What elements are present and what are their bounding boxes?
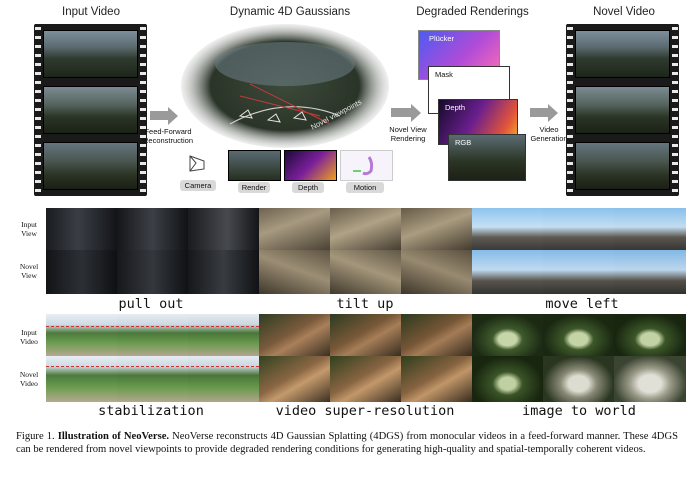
thumb-motion: [340, 150, 393, 181]
chip-motion: Motion: [346, 182, 384, 193]
caption-tilt-up: tilt up: [336, 296, 394, 312]
header-dynamic-gaussians: Dynamic 4D Gaussians: [229, 6, 351, 18]
chip-depth: Depth: [292, 182, 324, 193]
figure-text: NeoVerse reconstructs 4D Gaussian Splatt…: [16, 431, 678, 456]
result-tile: [188, 356, 259, 402]
result-tile: [259, 208, 330, 250]
chip-camera: Camera: [180, 180, 216, 191]
result-tile: [117, 250, 188, 294]
result-tile: [401, 356, 472, 402]
chip-render: Render: [238, 182, 270, 193]
header-degraded-renderings: Degraded Renderings: [416, 6, 529, 18]
result-tile: [614, 356, 686, 402]
novel-frame: [575, 30, 670, 78]
result-tile: [543, 208, 614, 250]
result-tile: [472, 250, 543, 294]
result-tile: [259, 250, 330, 294]
input-frame: [43, 142, 138, 190]
caption-image-to-world: image to world: [522, 403, 636, 419]
result-tile: [117, 208, 188, 250]
result-tile: [330, 356, 401, 402]
result-tile: [46, 250, 117, 294]
result-tile: [543, 356, 614, 402]
input-frame: [43, 86, 138, 134]
novel-frame: [575, 86, 670, 134]
result-tile: [543, 314, 614, 356]
novel-frame: [575, 142, 670, 190]
novel-video-filmstrip: [566, 24, 679, 196]
thumb-render: [228, 150, 281, 181]
result-tile: [259, 356, 330, 402]
result-tile: [614, 250, 686, 294]
header-novel-video: Novel Video: [593, 6, 655, 18]
result-tile: [543, 250, 614, 294]
caption-stabilization: stabilization: [98, 403, 204, 419]
caption-pull-out: pull out: [118, 296, 184, 312]
result-tile: [188, 250, 259, 294]
result-tile: [472, 208, 543, 250]
camera-icon: [186, 152, 210, 174]
result-tile: [401, 250, 472, 294]
result-tile: [188, 314, 259, 356]
input-video-filmstrip: [34, 24, 147, 196]
header-input-video: Input Video: [62, 6, 120, 18]
result-tile: [472, 314, 543, 356]
result-tile: [46, 208, 117, 250]
stabilization-guide-line: [46, 366, 259, 367]
result-tile: [259, 314, 330, 356]
input-frame: [43, 30, 138, 78]
result-tile: [330, 208, 401, 250]
result-tile: [46, 314, 117, 356]
result-tile: [330, 250, 401, 294]
result-tile: [188, 208, 259, 250]
thumb-depth: [284, 150, 337, 181]
caption-video-super-resolution: video super-resolution: [275, 403, 455, 419]
figure-title: Illustration of NeoVerse.: [57, 431, 170, 442]
result-tile: [614, 208, 686, 250]
result-tile: [46, 356, 117, 402]
result-tile: [614, 314, 686, 356]
result-tile: [401, 314, 472, 356]
stabilization-guide-line: [46, 326, 259, 327]
card-rgb: RGB: [448, 134, 526, 181]
gaussian-scene: Novel viewpoints: [180, 24, 390, 150]
result-tile: [401, 208, 472, 250]
figure-caption: Figure 1. Illustration of NeoVerse. NeoV…: [16, 430, 678, 456]
result-tile: [330, 314, 401, 356]
result-tile: [472, 356, 543, 402]
figure-label: Figure 1.: [16, 431, 55, 442]
result-tile: [117, 356, 188, 402]
result-tile: [117, 314, 188, 356]
caption-move-left: move left: [545, 296, 619, 312]
